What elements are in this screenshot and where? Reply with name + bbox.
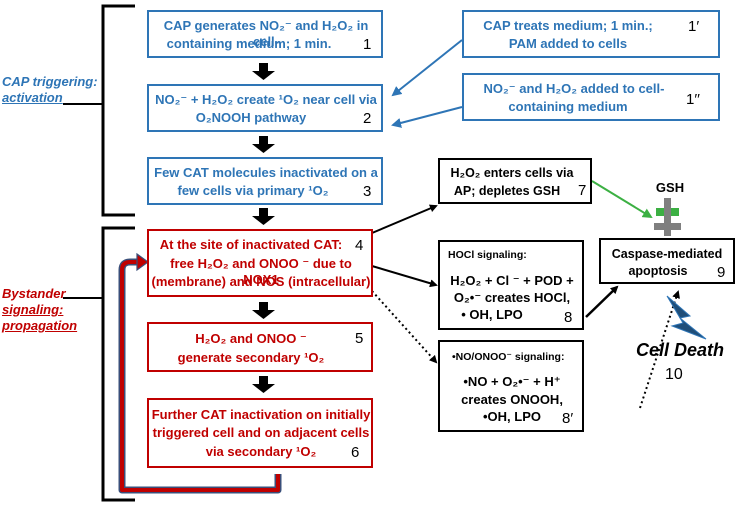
box-4-number: 4 xyxy=(355,237,364,254)
feedback-loop-arrowhead xyxy=(136,252,150,272)
box-7-line1: H₂O₂ enters cells via xyxy=(450,166,574,180)
box-8-line2: O₂•⁻ creates HOCl, xyxy=(453,290,571,305)
box-7-line2: AP; depletes GSH xyxy=(453,184,561,198)
bystander-bracket xyxy=(101,226,135,502)
down-arrow-5-6 xyxy=(252,376,275,393)
box-5-secondary-singlet-oxygen: H₂O₂ and ONOO ⁻ generate secondary ¹O₂ 5 xyxy=(147,322,373,372)
box-1p-number: 1′ xyxy=(688,18,700,35)
lightning-bolt-icon xyxy=(666,295,707,340)
cell-death-number: 10 xyxy=(665,366,683,383)
box-8p-no-onoo-signaling: •NO/ONOO⁻ signaling: •NO + O₂•⁻ + H⁺ cre… xyxy=(438,340,584,432)
box-2-number: 2 xyxy=(363,110,372,127)
down-arrow-4-5 xyxy=(252,302,275,319)
cap-triggering-line1: CAP triggering: xyxy=(2,74,98,89)
box-2-create-singlet-oxygen: NO₂⁻ + H₂O₂ create ¹O₂ near cell via O₂N… xyxy=(147,84,383,132)
box-1pp-added-to-medium: NO₂⁻ and H₂O₂ added to cell- containing … xyxy=(462,73,720,121)
down-arrow-3-4 xyxy=(252,208,275,225)
green-arrow-7-to-gsh xyxy=(591,180,653,219)
blue-arrow-1pp-to-2 xyxy=(391,106,463,128)
box-4-inactivated-cat-site: At the site of inactivated CAT: free H₂O… xyxy=(147,229,373,297)
box-8p-line1: •NO + O₂•⁻ + H⁺ xyxy=(463,374,561,389)
box-3-number: 3 xyxy=(363,183,372,200)
bystander-line3: propagation xyxy=(2,318,78,333)
blue-arrow-1p-to-2 xyxy=(391,39,463,97)
box-8p-line3: •OH, LPO xyxy=(483,409,541,424)
down-arrow-2-3 xyxy=(252,136,275,153)
arrow-4-to-8 xyxy=(371,265,438,288)
box-6-further-cat-inactivation: Further CAT inactivation on initially tr… xyxy=(147,398,373,468)
box-1pp-number: 1′′ xyxy=(686,91,700,108)
box-8p-header: •NO/ONOO⁻ signaling: xyxy=(452,351,565,363)
box-7-number: 7 xyxy=(578,182,587,199)
cap-triggering-label: CAP triggering: activation xyxy=(2,74,98,106)
box-8-number: 8 xyxy=(564,309,573,326)
box-6-line3: via secondary ¹O₂ xyxy=(205,444,317,459)
box-1p-line2: PAM added to cells xyxy=(508,36,628,51)
cap-triggering-bracket xyxy=(101,4,135,217)
box-1-number: 1 xyxy=(363,36,372,53)
box-2-line1: NO₂⁻ + H₂O₂ create ¹O₂ near cell via xyxy=(155,92,377,107)
box-1pp-line1: NO₂⁻ and H₂O₂ added to cell- xyxy=(483,81,665,96)
box-8-header: HOCl signaling: xyxy=(448,249,527,261)
arrow-4-to-8p-dotted xyxy=(371,290,438,364)
box-5-number: 5 xyxy=(355,330,364,347)
box-4-line2: free H₂O₂ and ONOO ⁻ due to NOX1 xyxy=(170,256,352,287)
bystander-line1: Bystander xyxy=(2,286,66,301)
arrow-8-to-9 xyxy=(585,285,619,318)
box-9-number: 9 xyxy=(717,264,726,281)
box-8-line3: • OH, LPO xyxy=(461,307,523,322)
bystander-line2: signaling: xyxy=(2,302,64,317)
box-1p-line1: CAP treats medium; 1 min.; xyxy=(483,18,653,33)
bystander-signaling-label: Bystander signaling: propagation xyxy=(2,286,77,334)
box-9-line1: Caspase-mediated xyxy=(611,247,723,261)
box-7-h2o2-enters-cells: H₂O₂ enters cells via AP; depletes GSH 7 xyxy=(438,158,592,204)
box-2-line2: O₂NOOH pathway xyxy=(195,110,307,125)
box-5-line2: generate secondary ¹O₂ xyxy=(177,350,325,365)
arrow-8p-to-9-dotted xyxy=(639,290,680,409)
box-9-line2: apoptosis xyxy=(628,264,688,278)
box-3-line2: few cells via primary ¹O₂ xyxy=(177,183,329,198)
box-8p-line2: creates ONOOH, xyxy=(461,392,563,407)
box-1-line1: CAP generates NO₂⁻ and H₂O₂ in cell- xyxy=(163,18,369,49)
box-1-line2: containing medium; 1 min. xyxy=(166,36,332,51)
box-1-cap-generates: CAP generates NO₂⁻ and H₂O₂ in cell- con… xyxy=(147,10,383,58)
box-8-line1: H₂O₂ + Cl ⁻ + POD + xyxy=(450,273,574,288)
box-3-cat-inactivated: Few CAT molecules inactivated on a few c… xyxy=(147,157,383,205)
box-9-apoptosis: Caspase-mediated apoptosis 9 xyxy=(599,238,735,284)
box-6-line1: Further CAT inactivation on initially xyxy=(151,407,371,422)
box-3-line1: Few CAT molecules inactivated on a xyxy=(154,165,378,180)
gsh-inhibition-symbol xyxy=(654,198,681,236)
box-4-line1: At the site of inactivated CAT: xyxy=(159,237,343,252)
box-6-line2: triggered cell and on adjacent cells xyxy=(152,425,370,440)
box-4-line3: (membrane) and NOS (intracellular) xyxy=(151,274,371,289)
box-1p-cap-treats-medium: CAP treats medium; 1 min.; PAM added to … xyxy=(462,10,720,58)
box-1pp-line2: containing medium xyxy=(508,99,628,114)
arrow-4-to-7 xyxy=(371,204,438,234)
down-arrow-1-2 xyxy=(252,63,275,80)
cap-triggering-line2: activation xyxy=(2,90,63,105)
box-5-line1: H₂O₂ and ONOO ⁻ xyxy=(195,331,307,346)
box-8p-number: 8′ xyxy=(562,410,574,427)
cell-death-label: Cell Death xyxy=(636,340,725,360)
box-8-hocl-signaling: HOCl signaling: H₂O₂ + Cl ⁻ + POD + O₂•⁻… xyxy=(438,240,584,330)
gsh-label: GSH xyxy=(655,180,685,195)
box-6-number: 6 xyxy=(351,444,360,461)
